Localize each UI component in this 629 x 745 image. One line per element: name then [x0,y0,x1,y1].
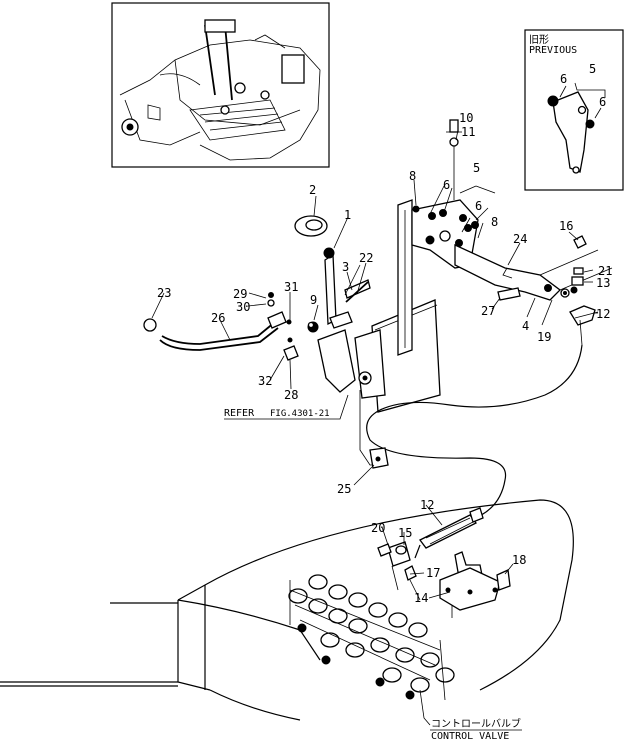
callout-21: 21 [598,264,612,278]
callout-8a: 8 [409,169,416,183]
callout-27: 27 [481,304,495,318]
previous-title-en: PREVIOUS [529,45,577,56]
callout-10: 10 [459,111,473,125]
overview-inset [111,2,330,168]
callout-29: 29 [233,287,247,301]
previous-callout-6b: 6 [599,95,606,109]
callout-22: 22 [359,251,373,265]
callout-1: 1 [344,208,351,222]
control-valve [288,574,455,726]
callout-9: 9 [310,293,317,307]
callout-8b: 8 [491,215,498,229]
callout-17: 17 [426,566,440,580]
previous-title-jp: 旧形 [529,34,549,46]
valve-spools [288,574,455,693]
callout-6a: 6 [443,178,450,192]
callout-2: 2 [309,183,316,197]
callout-20: 20 [371,521,385,535]
control-valve-label-jp: コントロールバルブ [431,717,521,730]
callout-15: 15 [398,526,412,540]
callout-32: 32 [258,374,272,388]
callout-13: 13 [596,276,610,290]
callout-6b: 6 [475,199,482,213]
callout-23: 23 [157,286,171,300]
callout-28: 28 [284,388,298,402]
refer-fig: FIG.4301-21 [270,409,330,419]
callout-24: 24 [513,232,527,246]
callout-numbers: 1 2 3 4 5 6 6 8 8 9 10 11 12 12 13 14 15… [157,111,612,605]
base-frame [0,499,574,721]
previous-callout-5: 5 [589,62,596,76]
lower-linkage [377,507,511,618]
lever-assembly [143,215,389,469]
callout-14: 14 [414,591,428,605]
callout-3: 3 [342,260,349,274]
control-cable-upper [366,305,599,521]
control-valve-label-en: CONTROL VALVE [431,731,509,742]
callout-5: 5 [473,161,480,175]
callout-4: 4 [522,319,529,333]
callout-26: 26 [211,311,225,325]
callout-31: 31 [284,280,298,294]
refer-note: REFER FIG.4301-21 [224,394,349,420]
leader-lines [151,129,598,599]
callout-19: 19 [537,330,551,344]
refer-label: REFER [224,408,255,419]
callout-12-lower: 12 [420,498,434,512]
callout-11: 11 [461,125,475,139]
callout-25: 25 [337,482,351,496]
callout-12-upper: 12 [596,307,610,321]
bracket-box [371,119,613,413]
previous-inset: 旧形 PREVIOUS 5 6 6 [524,29,624,191]
callout-30: 30 [236,300,250,314]
control-valve-note: コントロールバルブ CONTROL VALVE [430,717,522,742]
previous-callout-6a: 6 [560,72,567,86]
callout-18: 18 [512,553,526,567]
callout-16: 16 [559,219,573,233]
